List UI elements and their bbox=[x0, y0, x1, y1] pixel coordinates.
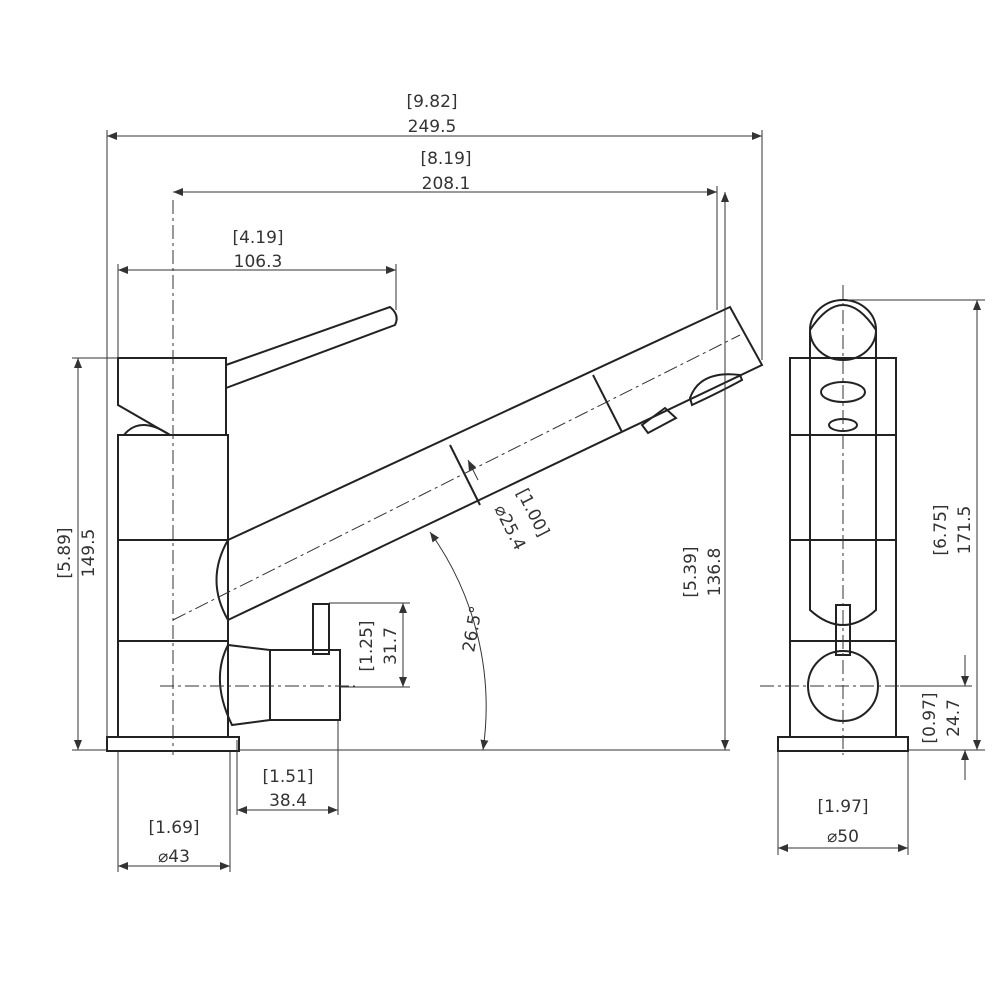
base-diameter-in: [1.69] bbox=[148, 818, 199, 838]
valve-height-mm: 31.7 bbox=[381, 627, 401, 665]
body-height-in: [5.89] bbox=[55, 527, 75, 578]
overall-length-in: [9.82] bbox=[406, 92, 457, 112]
spout-reach-mm: 208.1 bbox=[422, 174, 471, 194]
valve-height-in: [1.25] bbox=[357, 620, 377, 671]
side-base-diameter-in: [1.97] bbox=[817, 797, 868, 817]
overall-length-mm: 249.5 bbox=[408, 117, 457, 137]
lever-reach-mm: 106.3 bbox=[234, 252, 283, 272]
base-diameter-mm: ⌀43 bbox=[158, 847, 190, 867]
side-height-mm: 171.5 bbox=[955, 506, 975, 555]
side-base-diameter-mm: ⌀50 bbox=[827, 827, 859, 847]
spout-reach-in: [8.19] bbox=[420, 149, 471, 169]
valve-projection-in: [1.51] bbox=[262, 767, 313, 787]
dimension-lines bbox=[72, 130, 985, 872]
spout-height-in: [5.39] bbox=[681, 546, 701, 597]
dimension-labels: [9.82] 249.5 [8.19] 208.1 [4.19] 106.3 [… bbox=[55, 92, 975, 867]
valve-projection-mm: 38.4 bbox=[269, 791, 307, 811]
body-height-mm: 149.5 bbox=[79, 529, 99, 578]
valve-center-in: [0.97] bbox=[920, 692, 940, 743]
valve-center-mm: 24.7 bbox=[944, 699, 964, 737]
lever-reach-in: [4.19] bbox=[232, 228, 283, 248]
side-height-in: [6.75] bbox=[931, 504, 951, 555]
front-view-faucet bbox=[106, 200, 764, 755]
side-view-faucet bbox=[760, 285, 925, 755]
spout-height-mm: 136.8 bbox=[705, 548, 725, 597]
spout-angle: 26.5° bbox=[459, 605, 487, 654]
